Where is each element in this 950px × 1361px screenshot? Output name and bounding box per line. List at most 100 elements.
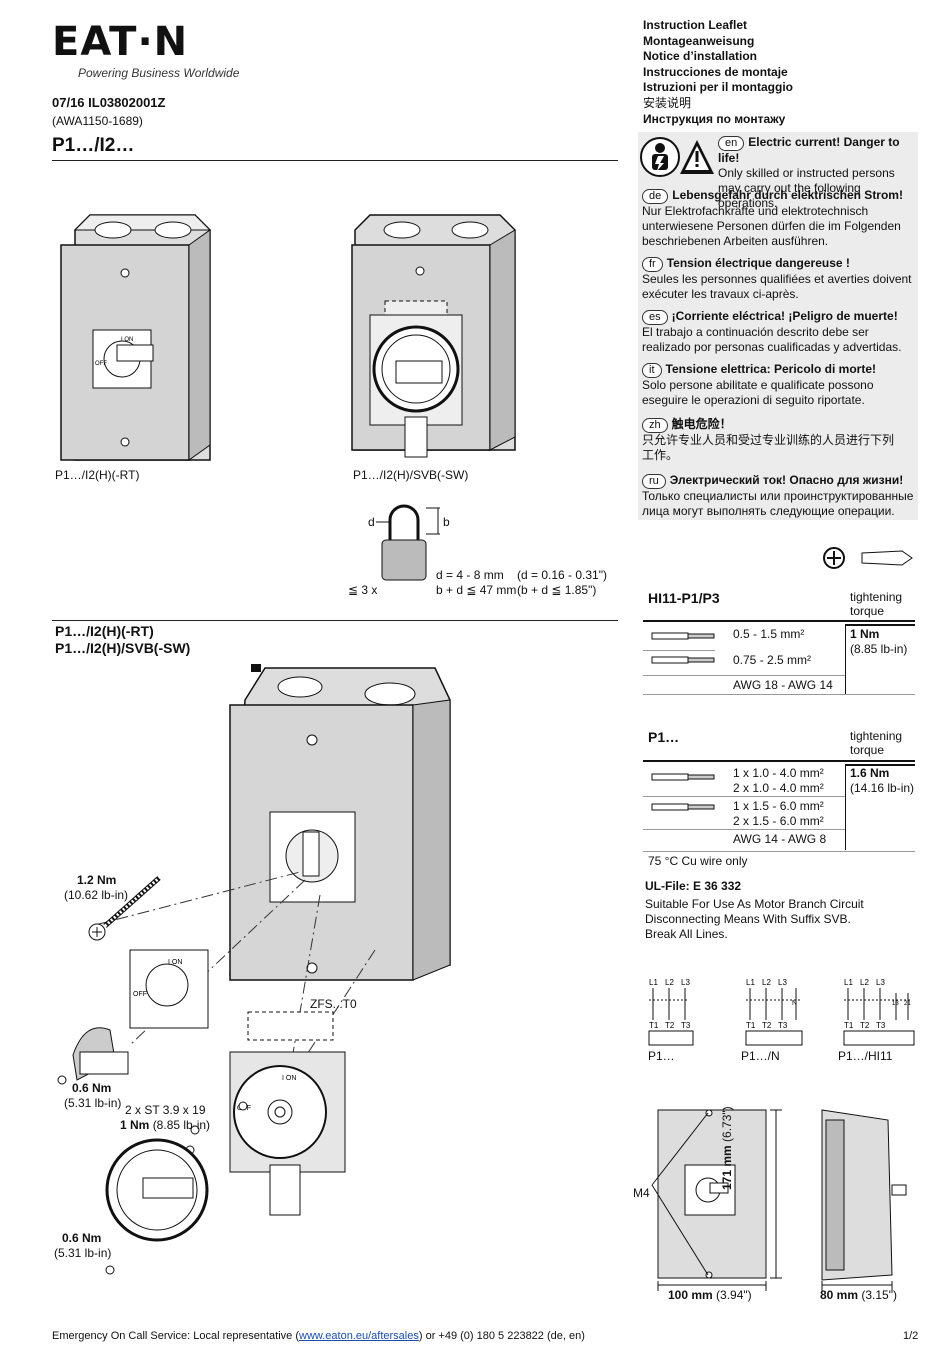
assembly-drawing: I ON OFF I ON OFF xyxy=(57,664,451,1275)
zfs-label: ZFS...T0 xyxy=(310,997,357,1011)
padlock-icon xyxy=(376,504,440,581)
torque-label-3-inch: (8.85 lb-in) xyxy=(152,1118,211,1132)
table1-row-3: AWG 18 - AWG 14 xyxy=(733,678,833,692)
warning-text-es: El trabajo a continuación descrito debe … xyxy=(642,325,902,354)
title-rule xyxy=(52,160,618,161)
circuit-1-term-t1: T1 xyxy=(649,1021,659,1030)
circuit-3-term-l3: L3 xyxy=(876,978,885,987)
aftersales-link[interactable]: www.eaton.eu/aftersales xyxy=(299,1330,419,1342)
wire-note: 75 °C Cu wire only xyxy=(648,854,748,868)
circuit-caption-3: P1…/HI11 xyxy=(838,1049,893,1063)
table2-row-1: 1 x 1.0 - 4.0 mm² xyxy=(733,766,824,780)
table1-row-2: 0.75 - 2.5 mm² xyxy=(733,653,812,667)
ul-text-line-2: Disconnecting Means With Suffix SVB. xyxy=(645,912,851,926)
page-title: P1…/I2… xyxy=(52,135,135,156)
ul-text-line-1: Suitable For Use As Motor Branch Circuit xyxy=(645,897,864,911)
leaflet-title-ru: Инструкция по монтажу xyxy=(643,111,786,126)
table1-torque-header: tightening torque xyxy=(850,590,903,618)
table2-divider xyxy=(845,764,846,850)
section-rule xyxy=(52,620,618,621)
padlock-dim1-inch: (d = 0.16 - 0.31") xyxy=(517,568,607,582)
lang-tag-de: de xyxy=(642,189,669,204)
leaflet-titles: Instruction Leaflet Montageanweisung Not… xyxy=(643,18,793,127)
lang-tag-es: es xyxy=(642,310,668,325)
table2-title: P1… xyxy=(648,729,680,745)
circuit-caption-1: P1… xyxy=(648,1049,675,1063)
torque-label-1: 1.2 Nm xyxy=(77,873,117,887)
table2-bottom-rule xyxy=(643,851,915,852)
warning-title-zh: 触电危险！ xyxy=(671,417,732,431)
page-number: 1/2 xyxy=(903,1330,919,1342)
enclosure-svb-drawing xyxy=(351,214,516,458)
enclosure-rt-drawing: I ON OFF xyxy=(60,214,212,461)
circuit-caption-2: P1…/N xyxy=(741,1049,780,1063)
leaflet-title-es: Instrucciones de montaje xyxy=(643,64,788,79)
warning-text-zh: 只允许专业人员和受过专业训练的人员进行下列工作。 xyxy=(642,433,895,462)
height-dimension: 171 mm (6.73") xyxy=(720,1106,734,1190)
circuit-3-term-t3: T3 xyxy=(876,1021,886,1030)
table1-torque-inch: (8.85 lb-in) xyxy=(850,642,908,656)
warning-title-en: Electric current! Danger to life! xyxy=(718,135,900,165)
ul-text: Suitable For Use As Motor Branch Circuit… xyxy=(645,897,864,942)
table2-torque: 1.6 Nm xyxy=(850,766,890,780)
document-number: 07/16 IL03802001Z xyxy=(52,95,166,110)
svg-text:OFF: OFF xyxy=(95,361,107,367)
circuit-3-term-t1: T1 xyxy=(844,1021,854,1030)
padlock-dim2: b + d ≦ 47 mm xyxy=(436,583,517,597)
footer-text-after: ) or +49 (0) 180 5 223822 (de, en) xyxy=(418,1330,585,1342)
warning-title-ru: Электрический ток! Опасно для жизни! xyxy=(669,473,904,487)
warning-title-de: Lebensgefahr durch elektrischen Strom! xyxy=(672,188,903,202)
assembly-title-2: P1…/I2(H)/SVB(-SW) xyxy=(55,640,191,656)
table2-row-2: 2 x 1.0 - 4.0 mm² xyxy=(733,781,824,795)
circuit-3-term-t2: T2 xyxy=(860,1021,870,1030)
torque-label-3: 1 Nm xyxy=(120,1118,150,1132)
warning-text-it: Solo persone abilitate e qualificate pos… xyxy=(642,378,874,407)
figure1-caption: P1…/I2(H)(-RT) xyxy=(55,468,140,482)
torque-label-4-inch: (5.31 lb-in) xyxy=(54,1246,112,1260)
leaflet-title-en: Instruction Leaflet xyxy=(643,18,748,32)
table2-row-5: AWG 14 - AWG 8 xyxy=(733,832,827,846)
lang-tag-fr: fr xyxy=(642,257,663,272)
svg-text:I ON: I ON xyxy=(168,959,182,966)
footer-text: Emergency On Call Service: Local represe… xyxy=(52,1329,585,1343)
table1-top-rule xyxy=(643,620,915,622)
padlock-d-label: d xyxy=(368,515,375,529)
tagline: Powering Business Worldwide xyxy=(78,66,240,80)
table2-torque-header: tightening torque xyxy=(850,729,903,757)
table2-torque-inch: (14.16 lb-in) xyxy=(850,781,915,795)
dimension-drawing xyxy=(651,1109,907,1291)
eaton-logo: EAT·N xyxy=(52,19,189,65)
warning-text-fr: Seules les personnes qualifiées et avert… xyxy=(642,272,912,301)
leaflet-title-it: Istruzioni per il montaggio xyxy=(643,80,793,95)
figure2-caption: P1…/I2(H)/SVB(-SW) xyxy=(353,468,469,482)
table1-bottom-rule xyxy=(643,694,915,695)
warning-title-es: ¡Corriente eléctrica! ¡Peligro de muerte… xyxy=(671,309,898,323)
warning-text-ru: Только специалисты или проинструктирован… xyxy=(642,489,914,518)
lang-tag-en: en xyxy=(718,136,745,151)
table2-row-rule xyxy=(643,796,845,797)
circuit-2-term-t2: T2 xyxy=(762,1021,772,1030)
table2-torque-rule xyxy=(845,764,915,766)
table1-torque: 1 Nm xyxy=(850,627,880,641)
lang-tag-ru: ru xyxy=(642,474,666,489)
circuit-p1-hi11: L1 L2 L3 13 21 T1 T2 T3 xyxy=(843,978,915,1046)
depth-dimension-inch: (3.15") xyxy=(861,1288,897,1302)
table1-title: HI11-P1/P3 xyxy=(648,590,720,606)
danger-pictogram-icon xyxy=(640,137,714,177)
circuit-3-term-l1: L1 xyxy=(844,978,853,987)
circuit-2-term-t3: T3 xyxy=(778,1021,788,1030)
circuit-2-term-n: N xyxy=(792,1000,797,1007)
padlock-dim1: d = 4 - 8 mm xyxy=(436,568,504,582)
svg-text:OFF: OFF xyxy=(133,991,147,998)
leaflet-title-de: Montageanweisung xyxy=(643,33,755,48)
screwdriver-icon xyxy=(823,547,913,569)
warning-text-de: Nur Elektrofachkräfte und elektrotechnis… xyxy=(642,204,901,248)
leaflet-title-zh: 安装说明 xyxy=(643,95,692,110)
ferrule-icons xyxy=(651,632,715,664)
circuit-p1: L1 L2 L3 T1 T2 T3 xyxy=(648,978,694,1046)
padlock-dim2-inch: (b + d ≦ 1.85") xyxy=(517,583,597,597)
screws-label: 2 x ST 3.9 x 19 xyxy=(125,1103,206,1117)
table1-row-1: 0.5 - 1.5 mm² xyxy=(733,627,805,641)
circuit-2-term-l2: L2 xyxy=(762,978,771,987)
